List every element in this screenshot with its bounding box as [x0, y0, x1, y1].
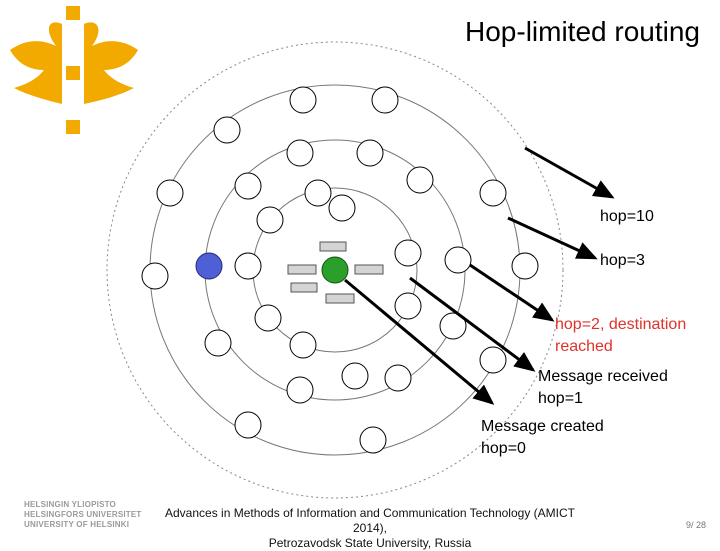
label-hop2-line2: reached	[555, 338, 613, 355]
arrow-hop2	[469, 263, 555, 322]
nodes	[141, 86, 539, 454]
outer-range-circle	[106, 41, 564, 499]
node	[371, 86, 399, 114]
node	[444, 246, 472, 274]
footer-line2: Petrozavodsk State University, Russia	[268, 536, 472, 550]
label-message-created: Message created hop=0	[481, 416, 604, 460]
label-received-line1: Message received	[538, 368, 668, 385]
message-packet	[354, 264, 384, 275]
node	[254, 304, 282, 332]
university-name-sv: HELSINGFORS UNIVERSITET	[24, 510, 142, 519]
arrow-created	[344, 278, 495, 405]
node	[394, 239, 422, 267]
node	[234, 252, 262, 280]
node	[479, 346, 507, 374]
label-hop3: hop=3	[600, 252, 645, 269]
node	[304, 179, 332, 207]
source-node	[321, 256, 349, 284]
page-number: 9/ 28	[685, 520, 706, 530]
node	[213, 116, 241, 144]
logo-square-mid	[66, 66, 80, 80]
arrow-received	[409, 276, 536, 372]
slide-title: Hop-limited routing	[465, 16, 700, 47]
destination-node	[195, 252, 223, 280]
label-created-line1: Message created	[481, 418, 604, 435]
node	[256, 206, 284, 234]
node	[204, 329, 232, 357]
message-packet	[290, 282, 318, 293]
node	[286, 139, 314, 167]
node	[406, 166, 434, 194]
university-name-fi: HELSINGIN YLIOPISTO	[24, 500, 116, 509]
arrow-hop10	[524, 146, 615, 199]
node	[356, 139, 384, 167]
arrows	[344, 146, 615, 405]
node	[439, 312, 467, 340]
message-packet	[325, 293, 355, 304]
node	[394, 292, 422, 320]
message-packet	[319, 241, 347, 252]
label-hop2-line1: hop=2, destination	[555, 316, 687, 333]
label-hop2-destination: hop=2, destination reached	[555, 314, 686, 358]
node	[511, 252, 539, 280]
node	[289, 331, 317, 359]
node	[341, 362, 369, 390]
node	[234, 411, 262, 439]
label-message-received: Message received hop=1	[538, 366, 668, 410]
footer-citation: Advances in Methods of Information and C…	[160, 506, 580, 551]
node	[328, 194, 356, 222]
node	[286, 376, 314, 404]
node	[234, 172, 262, 200]
node	[289, 86, 317, 114]
logo-flame	[10, 22, 138, 104]
node	[384, 364, 412, 392]
logo-square-top	[66, 6, 80, 20]
node	[359, 426, 387, 454]
university-name: HELSINGIN YLIOPISTO HELSINGFORS UNIVERSI…	[24, 500, 142, 530]
university-name-en: UNIVERSITY OF HELSINKI	[24, 520, 130, 529]
node	[156, 179, 184, 207]
message-packets	[287, 241, 384, 304]
university-logo	[10, 6, 138, 134]
label-hop10: hop=10	[600, 208, 654, 225]
message-packet	[287, 264, 317, 275]
logo-square-bottom	[66, 120, 80, 134]
footer-line1: Advances in Methods of Information and C…	[165, 506, 575, 535]
label-created-line2: hop=0	[481, 440, 526, 457]
label-received-line2: hop=1	[538, 390, 583, 407]
arrow-hop3	[507, 216, 598, 260]
node	[141, 262, 169, 290]
node	[479, 179, 507, 207]
